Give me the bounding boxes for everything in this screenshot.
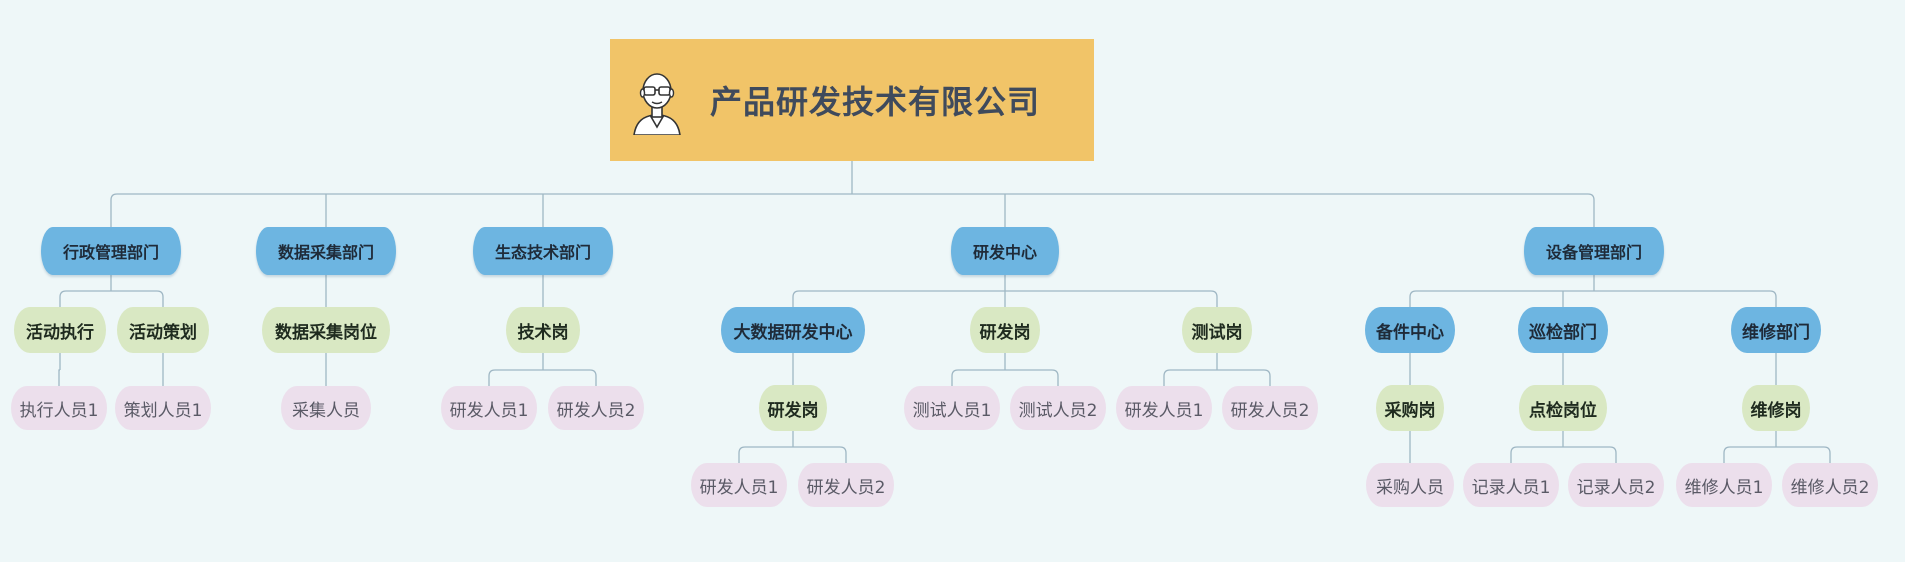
staff-recorder-1[interactable]: 记录人员1 xyxy=(1463,463,1559,507)
connector-branch xyxy=(488,369,496,386)
staff-collector[interactable]: 采集人员 xyxy=(281,386,371,430)
group-bigdata-rd[interactable]: 大数据研发中心 xyxy=(721,307,865,353)
staff-plan-1[interactable]: 策划人员1 xyxy=(115,386,211,430)
staff-bigdata-rd-2[interactable]: 研发人员2 xyxy=(798,463,894,507)
group-data-collection-post[interactable]: 数据采集岗位 xyxy=(262,307,390,353)
role-inspection-post[interactable]: 点检岗位 xyxy=(1519,385,1607,431)
staff-recorder-2[interactable]: 记录人员2 xyxy=(1568,463,1664,507)
connector-branch xyxy=(1609,446,1617,463)
staff-tech-rd-2[interactable]: 研发人员2 xyxy=(548,386,644,430)
group-rd-post[interactable]: 研发岗 xyxy=(970,307,1040,353)
connector-branch xyxy=(1263,369,1271,386)
person-avatar-icon xyxy=(633,73,681,135)
dept-admin[interactable]: 行政管理部门 xyxy=(41,227,181,275)
connector-branch xyxy=(59,290,67,307)
connector-branch xyxy=(1163,369,1171,386)
group-activity-exec[interactable]: 活动执行 xyxy=(14,307,106,353)
dept-eco-tech[interactable]: 生态技术部门 xyxy=(473,227,613,275)
group-activity-plan[interactable]: 活动策划 xyxy=(117,307,209,353)
group-inspection[interactable]: 巡检部门 xyxy=(1518,307,1608,353)
staff-tech-rd-1[interactable]: 研发人员1 xyxy=(441,386,537,430)
staff-test-1[interactable]: 研发人员1 xyxy=(1116,386,1212,430)
connector-branch xyxy=(1587,193,1595,227)
staff-purchaser[interactable]: 采购人员 xyxy=(1366,463,1454,507)
group-spare-parts[interactable]: 备件中心 xyxy=(1365,307,1455,353)
connector-branch xyxy=(58,369,60,386)
connector-branch xyxy=(1723,446,1731,463)
staff-rd-1[interactable]: 测试人员1 xyxy=(904,386,1000,430)
group-tech-post[interactable]: 技术岗 xyxy=(506,307,580,353)
role-rd-post[interactable]: 研发岗 xyxy=(759,385,827,431)
dept-equipment[interactable]: 设备管理部门 xyxy=(1524,227,1664,275)
staff-rd-2[interactable]: 测试人员2 xyxy=(1010,386,1106,430)
connector-branch xyxy=(1823,446,1831,463)
connector-branch xyxy=(589,369,597,386)
staff-test-2[interactable]: 研发人员2 xyxy=(1222,386,1318,430)
dept-rd-center[interactable]: 研发中心 xyxy=(951,227,1059,275)
root-node[interactable]: 产品研发技术有限公司 xyxy=(610,39,1094,161)
connector-branch xyxy=(156,290,164,307)
group-maintenance[interactable]: 维修部门 xyxy=(1731,307,1821,353)
role-maintenance-post[interactable]: 维修岗 xyxy=(1742,385,1810,431)
connector-branch xyxy=(792,290,800,307)
staff-exec-1[interactable]: 执行人员1 xyxy=(11,386,107,430)
connector-branch xyxy=(110,193,118,227)
role-purchasing-post[interactable]: 采购岗 xyxy=(1376,385,1444,431)
connector-branch xyxy=(951,369,959,386)
connector-branch xyxy=(1510,446,1518,463)
staff-maintainer-2[interactable]: 维修人员2 xyxy=(1782,463,1878,507)
connector-branch xyxy=(1769,290,1777,307)
connector-branch xyxy=(1409,290,1417,307)
staff-bigdata-rd-1[interactable]: 研发人员1 xyxy=(691,463,787,507)
group-test-post[interactable]: 测试岗 xyxy=(1182,307,1252,353)
connector-branch xyxy=(839,446,847,463)
dept-data-collection[interactable]: 数据采集部门 xyxy=(256,227,396,275)
connector-branch xyxy=(1210,290,1218,307)
connector-branch xyxy=(738,446,746,463)
connector-branch xyxy=(1051,369,1059,386)
staff-maintainer-1[interactable]: 维修人员1 xyxy=(1676,463,1772,507)
root-title: 产品研发技术有限公司 xyxy=(709,83,1040,121)
